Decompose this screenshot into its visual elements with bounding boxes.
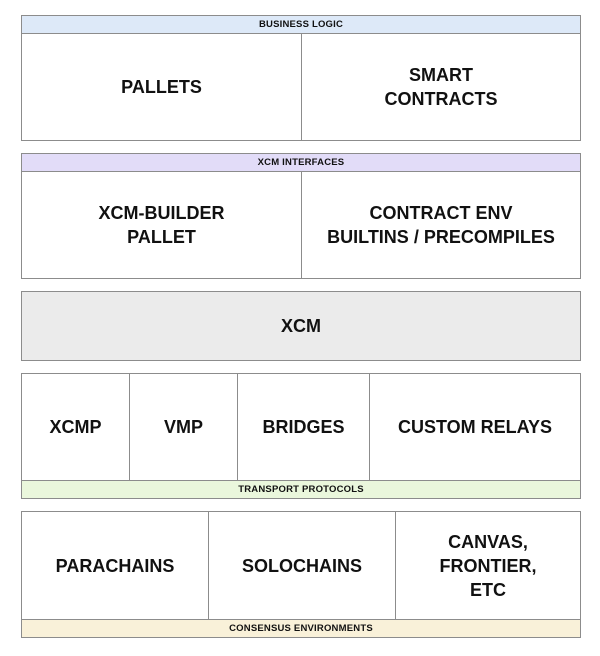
xcm-layer: XCM	[21, 291, 581, 361]
pallets-box: PALLETS	[22, 34, 302, 140]
transport-protocols-footer: TRANSPORT PROTOCOLS	[22, 480, 580, 498]
consensus-environments-row: PARACHAINS SOLOCHAINS CANVAS, FRONTIER, …	[22, 512, 580, 619]
transport-protocols-row: XCMP VMP BRIDGES CUSTOM RELAYS	[22, 374, 580, 480]
bridges-box: BRIDGES	[238, 374, 370, 480]
custom-relays-box: CUSTOM RELAYS	[397, 417, 553, 437]
consensus-environments-layer: PARACHAINS SOLOCHAINS CANVAS, FRONTIER, …	[21, 511, 581, 638]
canvas-frontier-etc-box: CANVAS, FRONTIER, ETC	[439, 531, 537, 600]
xcm-box: XCM	[22, 292, 580, 360]
xcm-row: XCM	[22, 292, 580, 360]
consensus-environments-footer: CONSENSUS ENVIRONMENTS	[22, 619, 580, 637]
xcm-builder-pallet-box: XCM-BUILDER PALLET	[22, 172, 302, 278]
business-logic-layer: BUSINESS LOGIC PALLETS SMART CONTRACTS	[21, 15, 581, 141]
smart-contracts-box: SMART CONTRACTS	[384, 65, 498, 109]
business-logic-header: BUSINESS LOGIC	[22, 16, 580, 34]
contract-env-builtins-box: CONTRACT ENV BUILTINS / PRECOMPILES	[327, 203, 555, 247]
xcmp-box: XCMP	[22, 374, 130, 480]
solochains-box: SOLOCHAINS	[209, 512, 396, 619]
xcm-interfaces-layer: XCM INTERFACES XCM-BUILDER PALLET CONTRA…	[21, 153, 581, 279]
parachains-box: PARACHAINS	[22, 512, 209, 619]
vmp-box: VMP	[130, 374, 238, 480]
xcm-interfaces-row: XCM-BUILDER PALLET CONTRACT ENV BUILTINS…	[22, 172, 580, 278]
transport-protocols-layer: XCMP VMP BRIDGES CUSTOM RELAYS TRANSPORT…	[21, 373, 581, 499]
xcm-interfaces-header: XCM INTERFACES	[22, 154, 580, 172]
business-logic-row: PALLETS SMART CONTRACTS	[22, 34, 580, 140]
